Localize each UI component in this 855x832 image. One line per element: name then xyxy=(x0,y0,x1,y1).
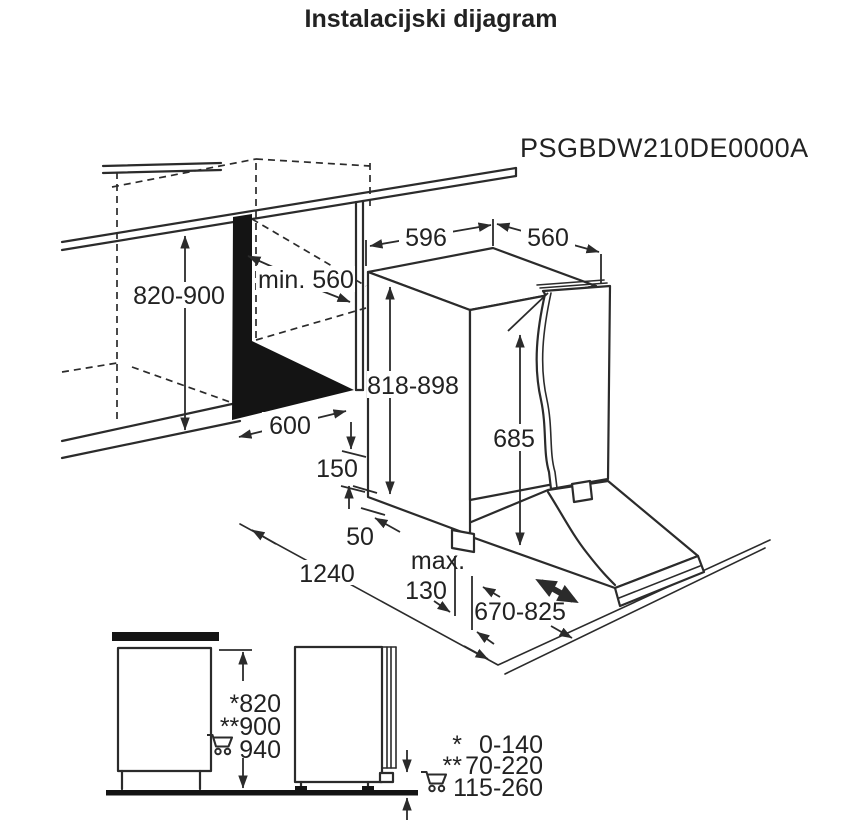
furniture-door-panel xyxy=(535,279,612,504)
door-panel-foot xyxy=(570,479,594,504)
dim-label-base-setback: 50 xyxy=(346,523,374,551)
kitchen-counter xyxy=(60,161,518,460)
gap-row-2-value: 70-220 xyxy=(465,752,543,780)
height-row-3: 940 xyxy=(239,736,281,764)
dim-appliance-height: 818-898 xyxy=(367,286,459,495)
dim-label-open-depth-total: 1240 xyxy=(299,560,355,588)
dim-label-niche-width: 600 xyxy=(269,412,311,440)
dim-label-appliance-height: 818-898 xyxy=(367,372,459,400)
appliance-body-side xyxy=(293,645,384,784)
dim-door-panel-height: 685 xyxy=(489,292,549,546)
dim-open-depth-total: 1240 xyxy=(251,529,489,660)
dim-plinth-height: 150 xyxy=(316,422,367,509)
sliding-door-open xyxy=(450,479,706,608)
slide-direction-arrowheads xyxy=(535,579,579,603)
worktop-bar xyxy=(112,632,219,641)
dim-base-setback: 50 xyxy=(346,485,401,551)
dishwasher-base-foot xyxy=(450,528,476,554)
dim-niche-depth: min. 560 xyxy=(247,255,355,303)
dim-label-plinth-recess-1: max. xyxy=(411,547,465,575)
counter-side-view xyxy=(112,632,252,791)
page-title: Instalacijski dijagram xyxy=(305,5,558,33)
cabinet-body xyxy=(116,646,213,773)
dim-niche-width: 600 xyxy=(238,409,347,440)
dim-appliance-width: 596 xyxy=(365,219,494,266)
foot-left xyxy=(295,786,307,790)
floor-line xyxy=(106,790,418,796)
dim-label-plinth-height: 150 xyxy=(316,455,358,483)
gap-row-1-value: 0-140 xyxy=(479,731,543,759)
gap-row-2-marker: ** xyxy=(443,752,463,780)
dim-label-appliance-width: 596 xyxy=(405,224,447,252)
appliance-side-view xyxy=(293,645,412,820)
dim-niche-height: 820-900 xyxy=(133,235,225,431)
dim-label-niche-height: 820-900 xyxy=(133,282,225,310)
dim-label-appliance-depth: 560 xyxy=(527,224,569,252)
dim-door-slide-range: 670-825 xyxy=(474,586,573,639)
niche-outline-dashed xyxy=(61,158,371,420)
dim-label-plinth-recess-2: 130 xyxy=(405,577,447,605)
dim-label-niche-depth: min. 560 xyxy=(258,266,354,294)
door-panel-bottom-bracket xyxy=(378,771,395,784)
gap-table: * 0-140 ** 70-220 115-260 xyxy=(419,731,543,802)
gap-row-3-value: 115-260 xyxy=(453,774,543,802)
niche-opening-shadow xyxy=(232,214,354,420)
foot-right xyxy=(362,786,374,790)
gap-row-1-marker: * xyxy=(452,731,462,759)
height-row-1: *820 xyxy=(230,690,281,718)
model-number: PSGBDW210DE0000A xyxy=(520,133,809,163)
dim-plinth-recess: max. 130 xyxy=(405,547,495,645)
dim-label-door-panel-height: 685 xyxy=(493,425,535,453)
height-row-2: **900 xyxy=(220,713,281,741)
height-table: *820 **900 940 xyxy=(205,690,281,764)
cart-icon xyxy=(419,770,448,793)
dim-label-door-slide-range: 670-825 xyxy=(474,598,566,626)
dim-appliance-depth: 560 xyxy=(496,222,602,283)
dishwasher-left-face xyxy=(366,270,472,537)
